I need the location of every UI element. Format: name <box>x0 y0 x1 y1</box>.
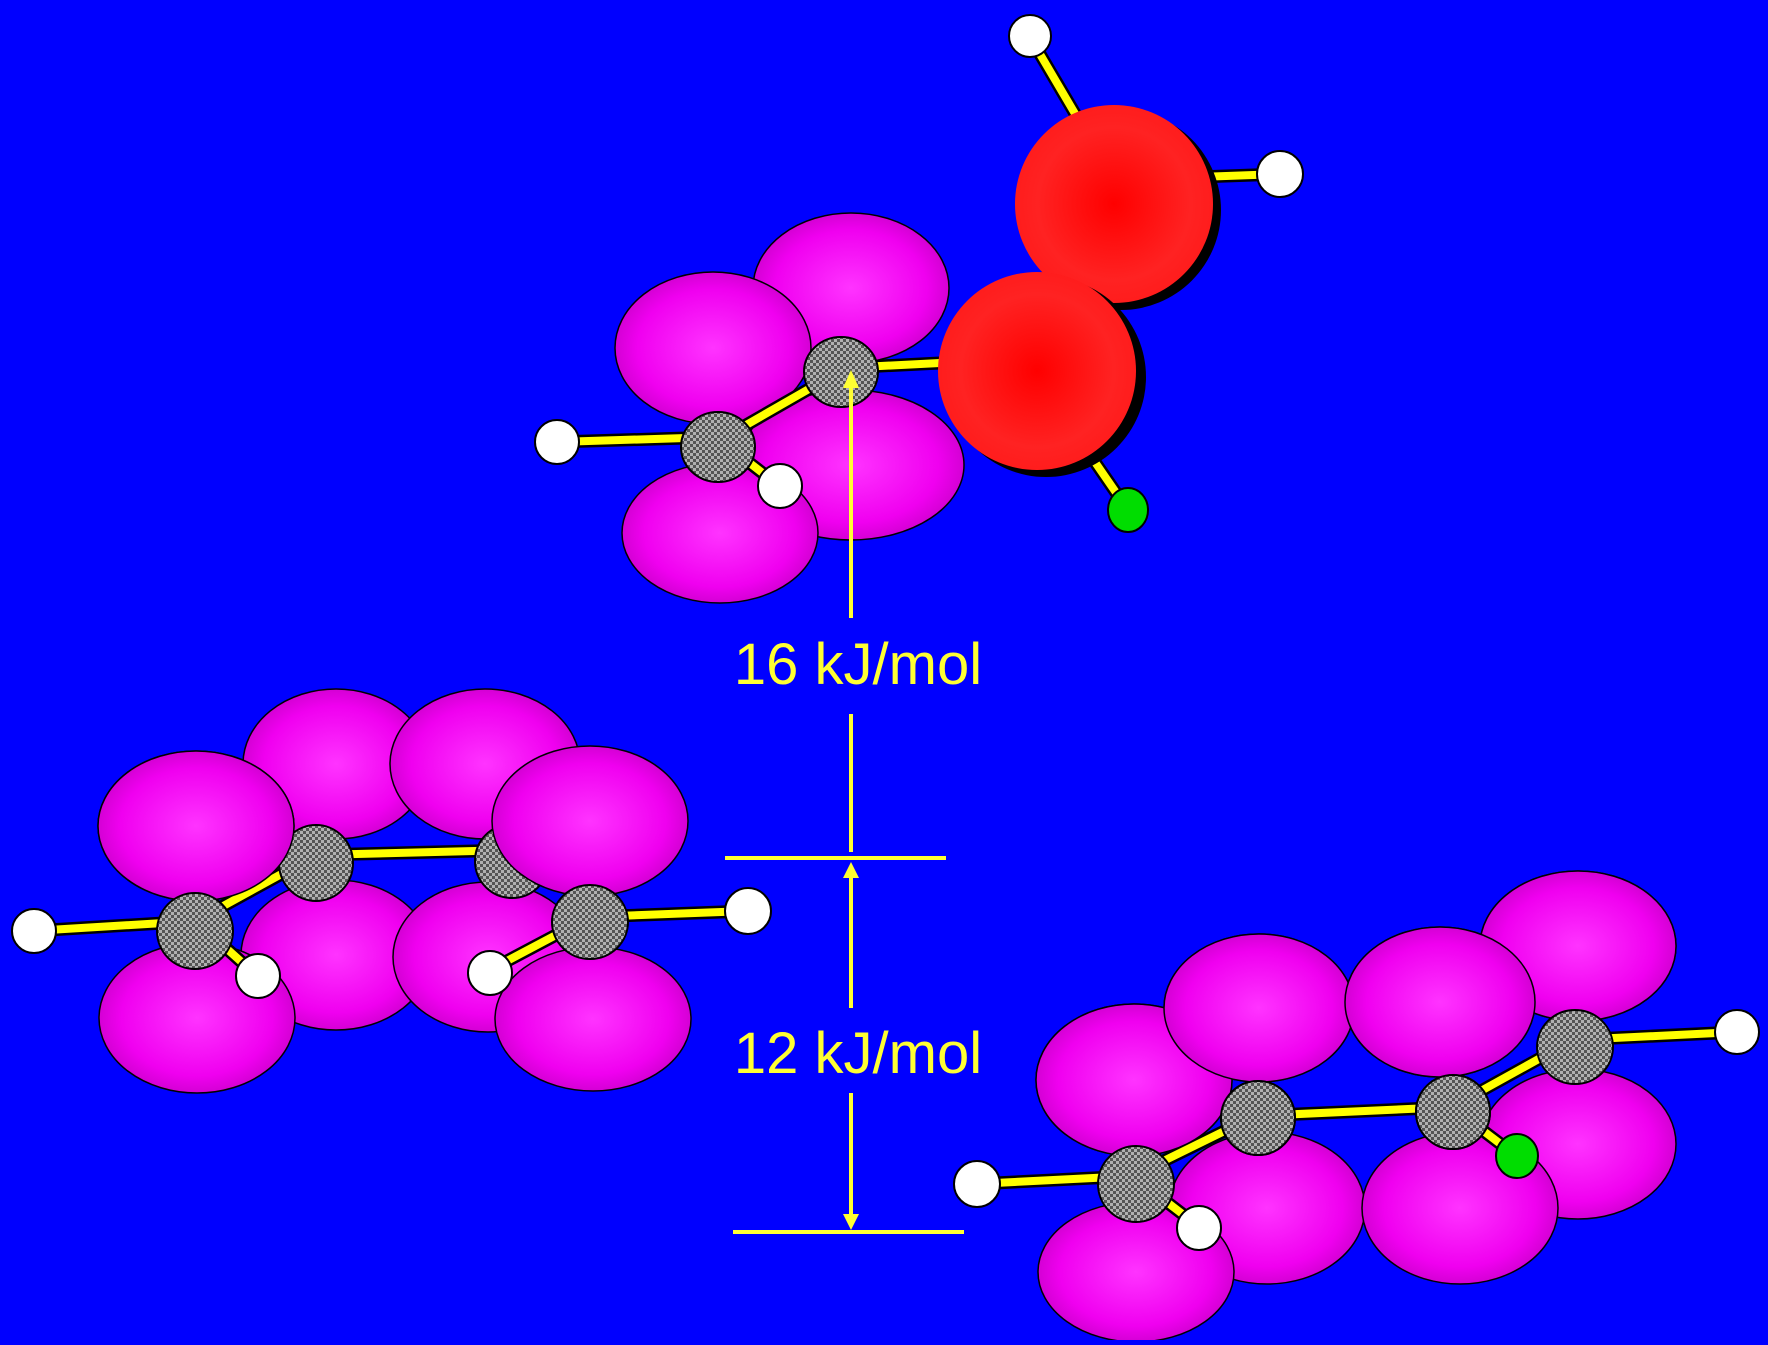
hydrogen-atom <box>757 463 803 509</box>
carbon-atom <box>1536 1009 1614 1085</box>
carbon-atom <box>1415 1074 1491 1150</box>
energy-arrows: 16 kJ/mol 12 kJ/mol <box>725 370 982 1234</box>
oxygen-atom <box>1015 105 1213 303</box>
upper-complex <box>534 14 1304 604</box>
hydrogen-atom <box>953 1160 1001 1208</box>
hydrogen-atom <box>1008 14 1052 58</box>
hydrogen-atom <box>1714 1009 1760 1055</box>
carbon-atom <box>1097 1145 1175 1223</box>
p-orbital-lobe <box>494 946 692 1092</box>
hydrogen-atom <box>235 953 281 999</box>
hydrogen-atom <box>11 908 57 954</box>
carbon-atom <box>1220 1080 1296 1156</box>
hydrogen-atom <box>1256 150 1304 198</box>
right-molecule <box>953 870 1760 1343</box>
carbon-atom <box>551 884 629 960</box>
deuterium-atom <box>1495 1133 1539 1179</box>
carbon-atom <box>156 892 234 970</box>
lower-arrow-head-bottom <box>843 1214 859 1230</box>
lower-energy-label: 12 kJ/mol <box>734 1021 982 1086</box>
carbon-atom <box>803 336 879 408</box>
p-orbital-lobe <box>1344 926 1536 1078</box>
hydrogen-atom <box>467 950 513 996</box>
p-orbital-lobe <box>491 745 689 897</box>
carbon-atom <box>680 411 756 483</box>
upper-energy-label: 16 kJ/mol <box>734 632 982 697</box>
p-orbital-lobe <box>1163 933 1355 1083</box>
hydrogen-atom <box>724 887 772 935</box>
p-orbital-lobe <box>97 750 295 902</box>
left-molecule <box>11 688 772 1094</box>
upper-arrow-head <box>843 370 859 388</box>
oxygen-atom <box>938 272 1136 470</box>
deuterium-atom <box>1107 487 1149 533</box>
hydrogen-atom <box>534 419 580 465</box>
hydrogen-atom <box>1176 1205 1222 1251</box>
